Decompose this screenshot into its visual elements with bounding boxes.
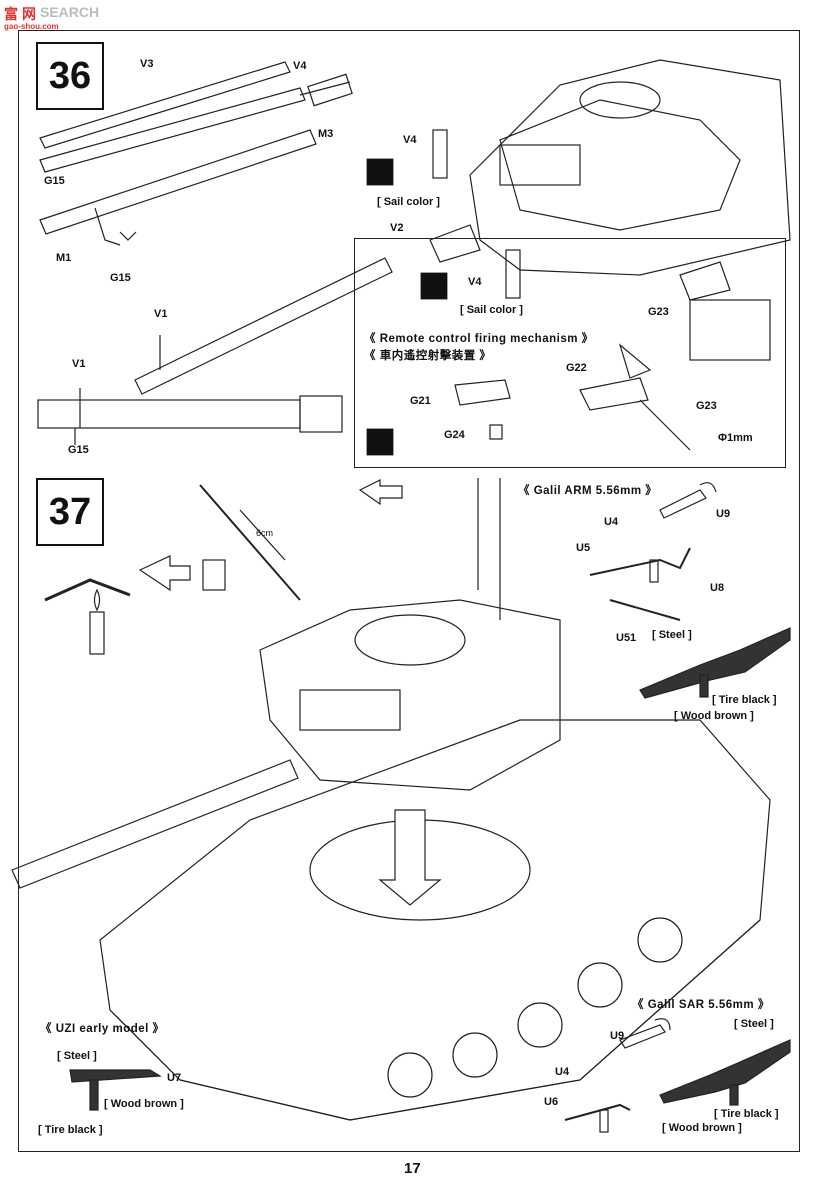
- label-v2: V2: [390, 222, 404, 234]
- label-wood-brown-b: [ Wood brown ]: [662, 1122, 742, 1134]
- barrel-side-view: [37, 388, 343, 445]
- watermark-logo: 富 网 SEARCH gao-shou.com: [4, 4, 100, 31]
- label-g24: G24: [444, 429, 465, 441]
- galil-sar-heading: 《 Galil SAR 5.56mm 》: [632, 999, 770, 1011]
- label-u8: U8: [710, 582, 725, 594]
- watermark-brand-text: SEARCH: [40, 4, 100, 20]
- label-sail-color-b: [ Sail color ]: [460, 304, 523, 316]
- galil-arm-parts: [589, 482, 717, 621]
- flip-icons: [365, 157, 449, 457]
- label-v4-top: V4: [293, 60, 307, 72]
- remote-control-parts: [454, 261, 771, 451]
- page-frame: [18, 30, 800, 1152]
- label-m1: M1: [56, 252, 72, 264]
- label-steel-a: [ Steel ]: [652, 629, 692, 641]
- label-u5: U5: [576, 542, 591, 554]
- label-m3: M3: [318, 128, 334, 140]
- watermark-brand-mid: 网: [22, 6, 36, 22]
- barrel-assembly-top: [39, 61, 353, 246]
- uzi-smg: [69, 1069, 162, 1111]
- remote-control-heading-en: 《 Remote control firing mechanism 》: [364, 333, 594, 345]
- remote-control-subpanel: [354, 238, 786, 468]
- label-g15-c: G15: [68, 444, 89, 456]
- label-phi-1mm: Φ1mm: [718, 432, 753, 444]
- label-steel-c: [ Steel ]: [57, 1050, 97, 1062]
- label-u4-b: U4: [555, 1066, 570, 1078]
- label-g21: G21: [410, 395, 431, 407]
- label-u9-a: U9: [716, 508, 731, 520]
- galil-arm-heading: 《 Galil ARM 5.56mm 》: [518, 485, 658, 497]
- label-v1-a: V1: [154, 308, 168, 320]
- uzi-heading: 《 UZI early model 》: [40, 1023, 165, 1035]
- label-wood-brown-a: [ Wood brown ]: [674, 710, 754, 722]
- turret-assembly: [429, 59, 791, 299]
- label-steel-b: [ Steel ]: [734, 1018, 774, 1030]
- label-v4-b: V4: [403, 134, 417, 146]
- label-tire-black-a: [ Tire black ]: [712, 694, 777, 706]
- remote-control-heading-cn: 《 車内遙控射擊装置 》: [364, 350, 492, 362]
- label-g15-a: G15: [44, 175, 65, 187]
- label-g23-b: G23: [696, 400, 717, 412]
- label-wood-brown-c: [ Wood brown ]: [104, 1098, 184, 1110]
- label-tire-black-c: [ Tire black ]: [38, 1124, 103, 1136]
- watermark-brand-cn: 富: [4, 6, 18, 22]
- sprue-cut-guide: [44, 479, 403, 655]
- label-tire-black-b: [ Tire black ]: [714, 1108, 779, 1120]
- label-6cm: 6cm: [256, 528, 274, 538]
- watermark-url: gao-shou.com: [4, 22, 59, 31]
- label-sail-color-a: [ Sail color ]: [377, 196, 440, 208]
- galil-arm-rifle: [639, 627, 791, 699]
- barrel-assembly-mid: [134, 257, 393, 395]
- label-g15-b: G15: [110, 272, 131, 284]
- page-number: 17: [404, 1160, 421, 1177]
- label-v4-c: V4: [468, 276, 482, 288]
- step-37-number: 37: [36, 478, 104, 546]
- tank-hull: [99, 719, 771, 1121]
- label-u51: U51: [616, 632, 637, 644]
- step-36-number: 36: [36, 42, 104, 110]
- galil-sar-parts: [564, 1018, 671, 1133]
- label-v1-b: V1: [72, 358, 86, 370]
- label-g23-a: G23: [648, 306, 669, 318]
- label-g22: G22: [566, 362, 587, 374]
- tank-turret: [11, 478, 561, 889]
- label-u7: U7: [167, 1072, 182, 1084]
- label-u6: U6: [544, 1096, 559, 1108]
- galil-sar-rifle: [659, 1039, 791, 1106]
- label-u4-a: U4: [604, 516, 619, 528]
- label-u9-b: U9: [610, 1030, 625, 1042]
- label-v3: V3: [140, 58, 154, 70]
